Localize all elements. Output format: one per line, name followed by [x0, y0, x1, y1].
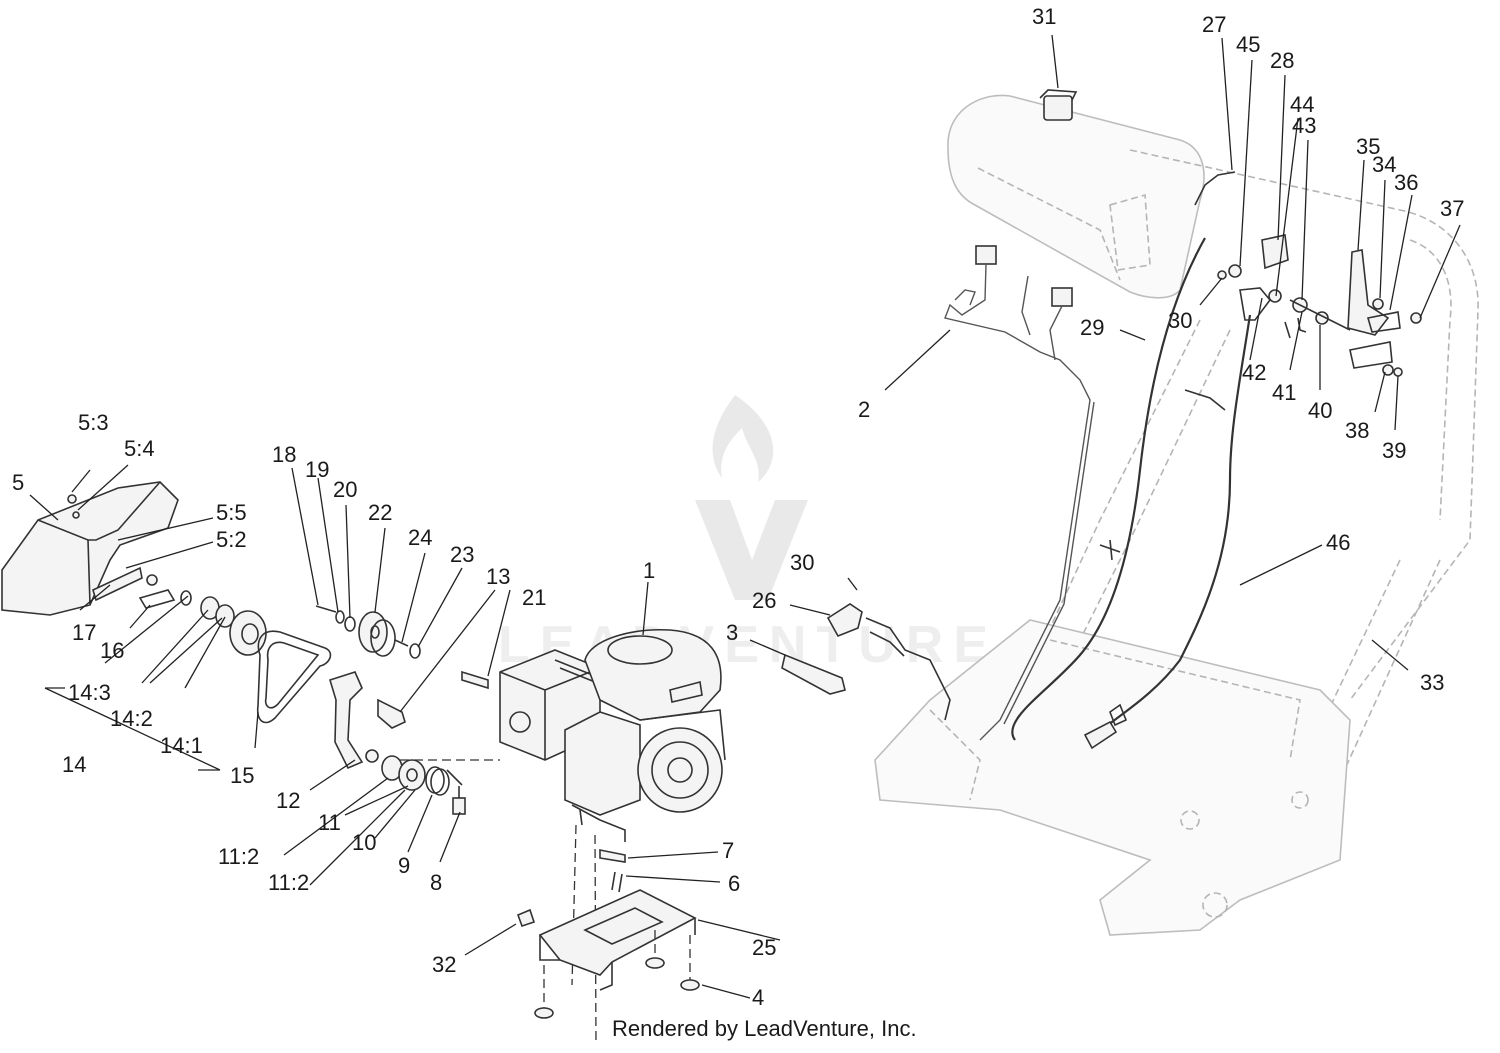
part-12-idler-arm — [329, 671, 379, 770]
leader-lines — [29, 34, 1461, 999]
callout-38: 38 — [1345, 418, 1369, 443]
part-7-6-engine-bracket — [599, 849, 626, 893]
callout-5-4: 5:4 — [124, 436, 155, 461]
footer-credit: Rendered by LeadVenture, Inc. — [612, 1016, 917, 1041]
part-21-key — [461, 670, 489, 690]
callout-4: 4 — [752, 985, 764, 1010]
callout-42: 42 — [1242, 360, 1266, 385]
callout-2: 2 — [858, 397, 870, 422]
callout-9: 9 — [398, 853, 410, 878]
callout-34: 34 — [1372, 152, 1396, 177]
part-13-bolt — [377, 698, 406, 729]
callout-11-2a: 11:2 — [218, 844, 259, 869]
callout-28: 28 — [1270, 48, 1294, 73]
callout-7: 7 — [722, 838, 734, 863]
drive-pulley-stack — [315, 605, 421, 659]
callout-27: 27 — [1202, 12, 1226, 37]
callout-39: 39 — [1382, 438, 1406, 463]
cables-29-46 — [1011, 237, 1252, 750]
part-16-17-14-pulley-parts — [138, 589, 267, 656]
part-10-spring — [425, 766, 450, 796]
callout-20: 20 — [333, 477, 357, 502]
callout-16: 16 — [100, 638, 124, 663]
part-32-clip — [516, 908, 536, 928]
callout-14-2: 14:2 — [110, 706, 153, 731]
handle-frame-ghost — [874, 94, 1479, 936]
callout-11: 11 — [318, 810, 341, 835]
callout-46: 46 — [1326, 530, 1350, 555]
part-3-bracket — [781, 653, 846, 695]
part-4-isolators — [534, 930, 700, 1019]
part-25-engine-base — [538, 889, 697, 991]
callout-25: 25 — [752, 935, 776, 960]
part-31-switch — [1039, 89, 1078, 121]
callout-12: 12 — [276, 788, 300, 813]
callout-21: 21 — [522, 585, 546, 610]
callout-35: 35 — [1356, 134, 1380, 159]
callout-41: 41 — [1272, 380, 1296, 405]
callout-15: 15 — [230, 763, 254, 788]
callout-5: 5 — [12, 470, 24, 495]
callout-43: 43 — [1292, 113, 1316, 138]
callout-10: 10 — [352, 830, 376, 855]
callout-31: 31 — [1032, 4, 1056, 29]
callout-23: 23 — [450, 542, 474, 567]
callout-37: 37 — [1440, 196, 1464, 221]
part-9-8-bolt — [446, 769, 466, 815]
callout-30a: 30 — [1168, 308, 1192, 333]
part-2-wiring-harness — [944, 245, 1095, 741]
part-1-engine — [499, 628, 726, 842]
callout-17: 17 — [72, 620, 96, 645]
part-26-switch — [826, 603, 951, 721]
callout-5-3: 5:3 — [78, 410, 109, 435]
callout-14: 14 — [62, 752, 86, 777]
watermark-logo — [695, 395, 808, 600]
callout-3: 3 — [726, 620, 738, 645]
part-5-belt-cover — [1, 481, 179, 616]
callout-33: 33 — [1420, 670, 1444, 695]
callout-24: 24 — [408, 525, 432, 550]
callout-44: 44 — [1290, 92, 1314, 117]
callout-14-3: 14:3 — [68, 680, 111, 705]
callout-26: 26 — [752, 588, 776, 613]
callout-8: 8 — [430, 870, 442, 895]
callout-labels: 1 2 3 4 5 5:2 5:3 5:4 5:5 6 7 8 9 10 11 … — [12, 4, 1464, 1010]
callout-5-5: 5:5 — [216, 500, 247, 525]
control-lever-assembly — [1194, 171, 1422, 377]
part-11-idler-pulley — [381, 755, 426, 791]
callout-32: 32 — [432, 952, 456, 977]
callout-5-2: 5:2 — [216, 527, 247, 552]
callout-11-2b: 11:2 — [268, 870, 309, 895]
callout-30b: 30 — [790, 550, 814, 575]
callout-14-1: 14:1 — [160, 733, 203, 758]
callout-36: 36 — [1394, 170, 1418, 195]
callout-1: 1 — [643, 558, 655, 583]
callout-29: 29 — [1080, 315, 1104, 340]
callout-22: 22 — [368, 500, 392, 525]
callout-6: 6 — [728, 871, 740, 896]
part-15-belt — [256, 630, 332, 724]
callout-45: 45 — [1236, 32, 1260, 57]
callout-19: 19 — [305, 457, 329, 482]
callout-40: 40 — [1308, 398, 1332, 423]
callout-18: 18 — [272, 442, 296, 467]
callout-13: 13 — [486, 564, 510, 589]
